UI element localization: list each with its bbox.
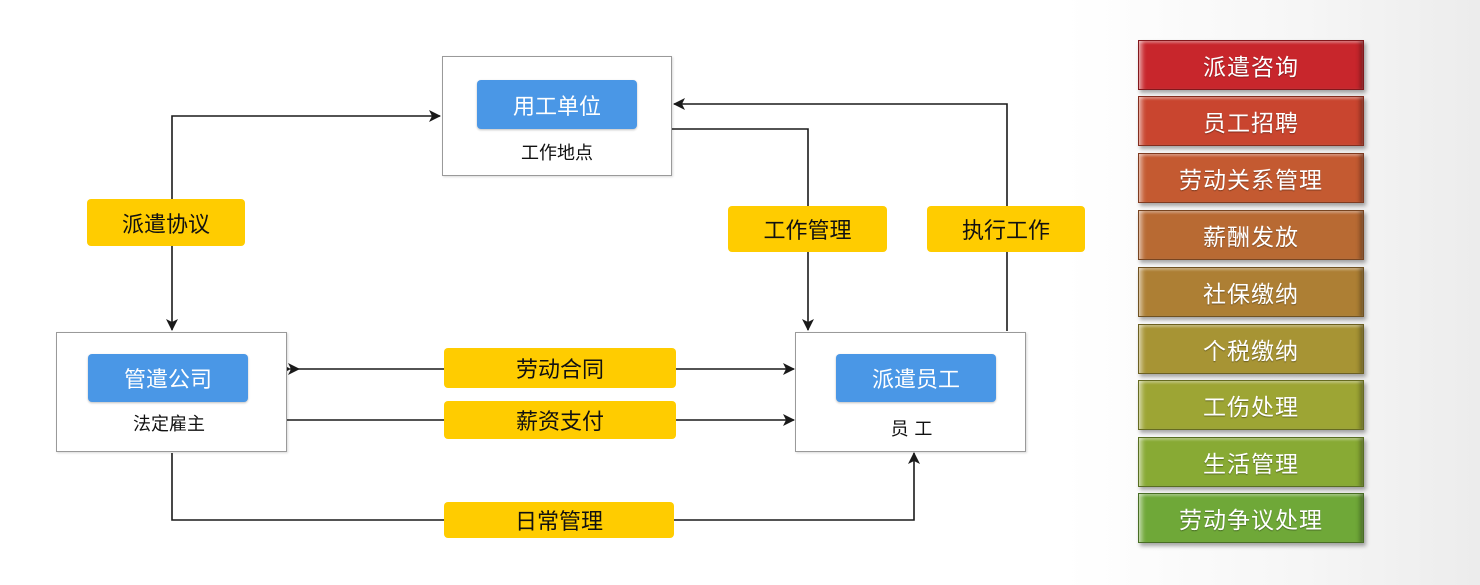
node-employer-unit: 用工单位 工作地点 xyxy=(442,56,672,176)
node-dispatch-company: 管遣公司 法定雇主 xyxy=(56,332,287,452)
dispatched-staff-pill: 派遣员工 xyxy=(836,354,996,402)
service-button-dispatch-consulting[interactable]: 派遣咨询 xyxy=(1138,40,1364,90)
service-button-labor-relations[interactable]: 劳动关系管理 xyxy=(1138,153,1364,203)
node-dispatched-staff: 派遣员工 员 工 xyxy=(795,332,1026,452)
service-button-work-injury[interactable]: 工伤处理 xyxy=(1138,380,1364,430)
label-work-management: 工作管理 xyxy=(728,206,887,252)
edge-dispatch-agreement-up xyxy=(171,110,441,240)
service-button-payroll[interactable]: 薪酬发放 xyxy=(1138,210,1364,260)
label-salary-payment: 薪资支付 xyxy=(444,401,676,439)
employer-unit-pill: 用工单位 xyxy=(477,80,637,129)
label-execute-work: 执行工作 xyxy=(927,206,1085,252)
employer-unit-sub: 工作地点 xyxy=(521,143,593,164)
label-daily-management: 日常管理 xyxy=(444,502,674,538)
label-labor-contract: 劳动合同 xyxy=(444,348,676,388)
service-button-labor-dispute[interactable]: 劳动争议处理 xyxy=(1138,493,1364,543)
dispatch-company-sub: 法定雇主 xyxy=(133,414,205,435)
dispatch-company-pill: 管遣公司 xyxy=(88,354,248,402)
edge-execute-work xyxy=(673,98,1008,331)
dispatched-staff-sub: 员 工 xyxy=(890,419,933,440)
service-button-recruitment[interactable]: 员工招聘 xyxy=(1138,96,1364,146)
service-button-income-tax[interactable]: 个税缴纳 xyxy=(1138,324,1364,374)
service-button-life-management[interactable]: 生活管理 xyxy=(1138,437,1364,487)
edge-work-management xyxy=(672,128,814,331)
service-button-social-insurance[interactable]: 社保缴纳 xyxy=(1138,267,1364,317)
label-dispatch-agreement: 派遣协议 xyxy=(87,199,245,246)
